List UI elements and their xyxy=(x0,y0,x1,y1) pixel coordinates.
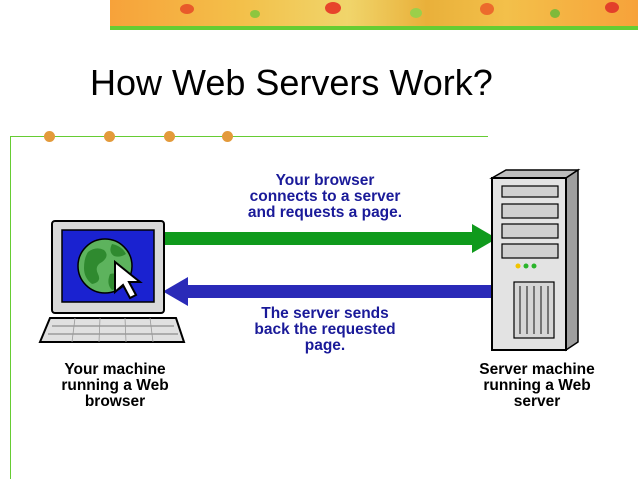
keyboard-icon xyxy=(38,317,186,343)
slide-title: How Web Servers Work? xyxy=(90,62,493,103)
client-label: Your machine running a Web browser xyxy=(61,361,169,410)
client-computer-icon xyxy=(38,220,186,343)
decorative-banner xyxy=(110,0,638,26)
request-arrow xyxy=(164,224,497,253)
vertical-rule xyxy=(10,136,11,479)
request-caption: Your browser connects to a server and re… xyxy=(247,172,403,221)
bullet-dot xyxy=(104,131,115,142)
bullet-dot xyxy=(44,131,55,142)
banner-accent-line xyxy=(110,26,638,30)
server-tower-icon xyxy=(489,168,581,352)
cursor-arrow-icon xyxy=(114,259,143,300)
server-label: Server machine running a Web server xyxy=(479,361,595,410)
bullet-dot xyxy=(222,131,233,142)
response-caption: The server sends back the requested page… xyxy=(254,305,396,354)
horizontal-rule xyxy=(10,136,488,137)
bullet-dot xyxy=(164,131,175,142)
response-arrow xyxy=(163,277,492,306)
